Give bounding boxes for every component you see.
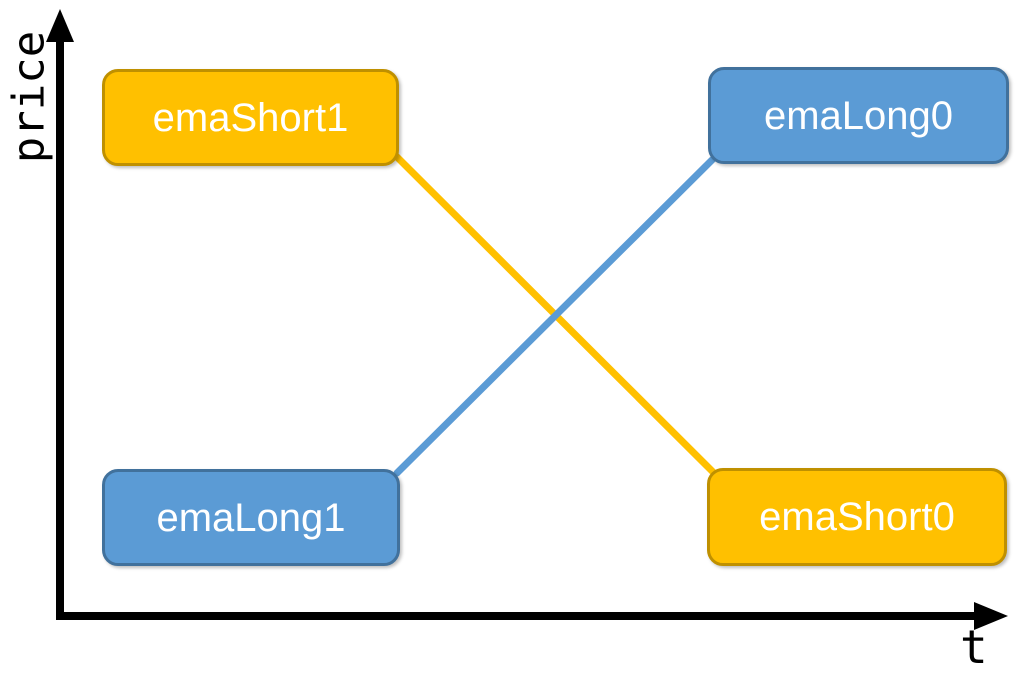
edge-emalong-rising xyxy=(393,156,716,477)
y-axis-label: price xyxy=(3,30,55,164)
x-axis-arrow-icon xyxy=(974,602,1008,630)
y-axis-arrow-icon xyxy=(46,9,74,42)
node-emalong1-label: emaLong1 xyxy=(156,495,346,540)
node-emashort0-label: emaShort0 xyxy=(759,495,955,539)
x-axis-label: t xyxy=(960,620,988,674)
node-emalong0-label: emaLong0 xyxy=(763,93,954,138)
node-emashort1: emaShort1 xyxy=(102,69,399,166)
node-emashort1-label: emaShort1 xyxy=(152,95,349,140)
node-emashort0: emaShort0 xyxy=(707,468,1007,566)
node-emalong1: emaLong1 xyxy=(102,469,400,566)
node-emalong0: emaLong0 xyxy=(708,67,1009,164)
